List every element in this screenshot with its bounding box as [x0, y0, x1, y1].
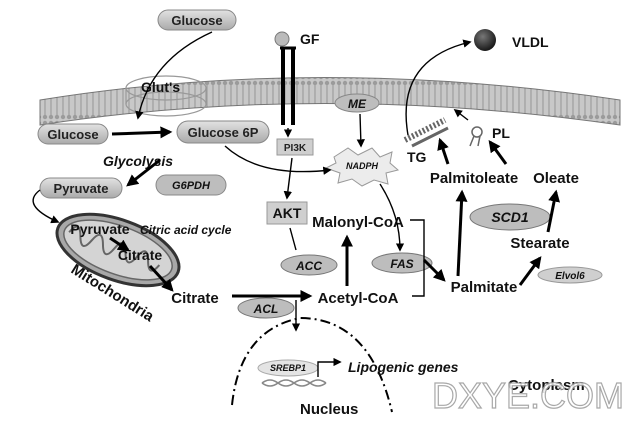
- acetyl-coa-label: Acetyl-CoA: [318, 290, 399, 307]
- palmitoleate-label: Palmitoleate: [430, 170, 518, 187]
- pi3k-label: PI3K: [284, 143, 307, 154]
- oleate-label: Oleate: [533, 170, 579, 187]
- malonyl-coa-label: Malonyl-CoA: [312, 214, 404, 231]
- dna-helix-icon: [261, 379, 327, 387]
- acc-label: ACC: [295, 259, 322, 273]
- growth-factor-receptor-icon: GF: [274, 31, 320, 125]
- pyruvate-label: Pyruvate: [54, 181, 109, 196]
- pyruvate-node: Pyruvate: [39, 177, 123, 199]
- phospholipid-icon: [469, 126, 483, 147]
- nadph-label: NADPH: [346, 161, 379, 171]
- pl-label: PL: [492, 125, 510, 141]
- vldl-particle-icon: VLDL: [474, 29, 549, 51]
- glut-transporter: [125, 75, 207, 117]
- me-enzyme-node: ME: [334, 93, 380, 113]
- cell-membrane: [39, 77, 621, 126]
- triglyceride-icon: [403, 117, 449, 148]
- pathway-arrows: [32, 31, 561, 377]
- srebp1-node: SREBP1: [257, 359, 319, 377]
- citrate-label: Citrate: [171, 290, 219, 307]
- g6pdh-label: G6PDH: [172, 180, 211, 192]
- fas-enzyme-node: FAS: [371, 252, 433, 274]
- stearate-label: Stearate: [510, 235, 569, 252]
- vldl-label: VLDL: [512, 34, 549, 50]
- glucose6p-label: Glucose 6P: [188, 125, 259, 140]
- nadph-node: NADPH: [324, 147, 400, 187]
- scd1-enzyme-node: SCD1: [469, 203, 551, 231]
- elovl6-enzyme-node: Elvol6: [537, 266, 603, 284]
- nucleus-boundary: [231, 316, 393, 413]
- scd1-label: SCD1: [491, 209, 529, 225]
- gf-label: GF: [300, 31, 320, 47]
- acl-label: ACL: [253, 302, 279, 316]
- watermark-text: DXYE.COM: [432, 375, 624, 416]
- tg-label: TG: [407, 149, 427, 165]
- nucleus-label: Nucleus: [300, 401, 358, 418]
- glucose-outside-node: Glucose: [157, 9, 237, 31]
- citric-acid-cycle-label: Citric acid cycle: [140, 223, 232, 237]
- lipogenic-genes-label: Lipogenic genes: [348, 359, 459, 375]
- akt-label: AKT: [273, 205, 302, 221]
- pyruvate-mito-label: Pyruvate: [70, 221, 129, 237]
- acc-enzyme-node: ACC: [280, 254, 338, 276]
- acl-enzyme-node: ACL: [237, 297, 295, 319]
- srebp1-label: SREBP1: [270, 363, 306, 373]
- glucose-inside-node: Glucose: [37, 123, 109, 145]
- glucose6p-node: Glucose 6P: [176, 120, 270, 144]
- palmitate-label: Palmitate: [451, 279, 518, 296]
- glycolysis-label: Glycolysis: [103, 153, 173, 169]
- glucose-inside-label: Glucose: [47, 127, 98, 142]
- pi3k-node: PI3K: [276, 138, 314, 156]
- fas-label: FAS: [390, 257, 413, 271]
- me-label: ME: [348, 97, 367, 111]
- g6pdh-enzyme-node: G6PDH: [155, 174, 227, 196]
- elovl6-label: Elvol6: [555, 271, 585, 282]
- akt-node: AKT: [266, 201, 308, 225]
- cytoplasm-label: Cytoplasm: [508, 377, 585, 394]
- glucose-outside-label: Glucose: [171, 13, 222, 28]
